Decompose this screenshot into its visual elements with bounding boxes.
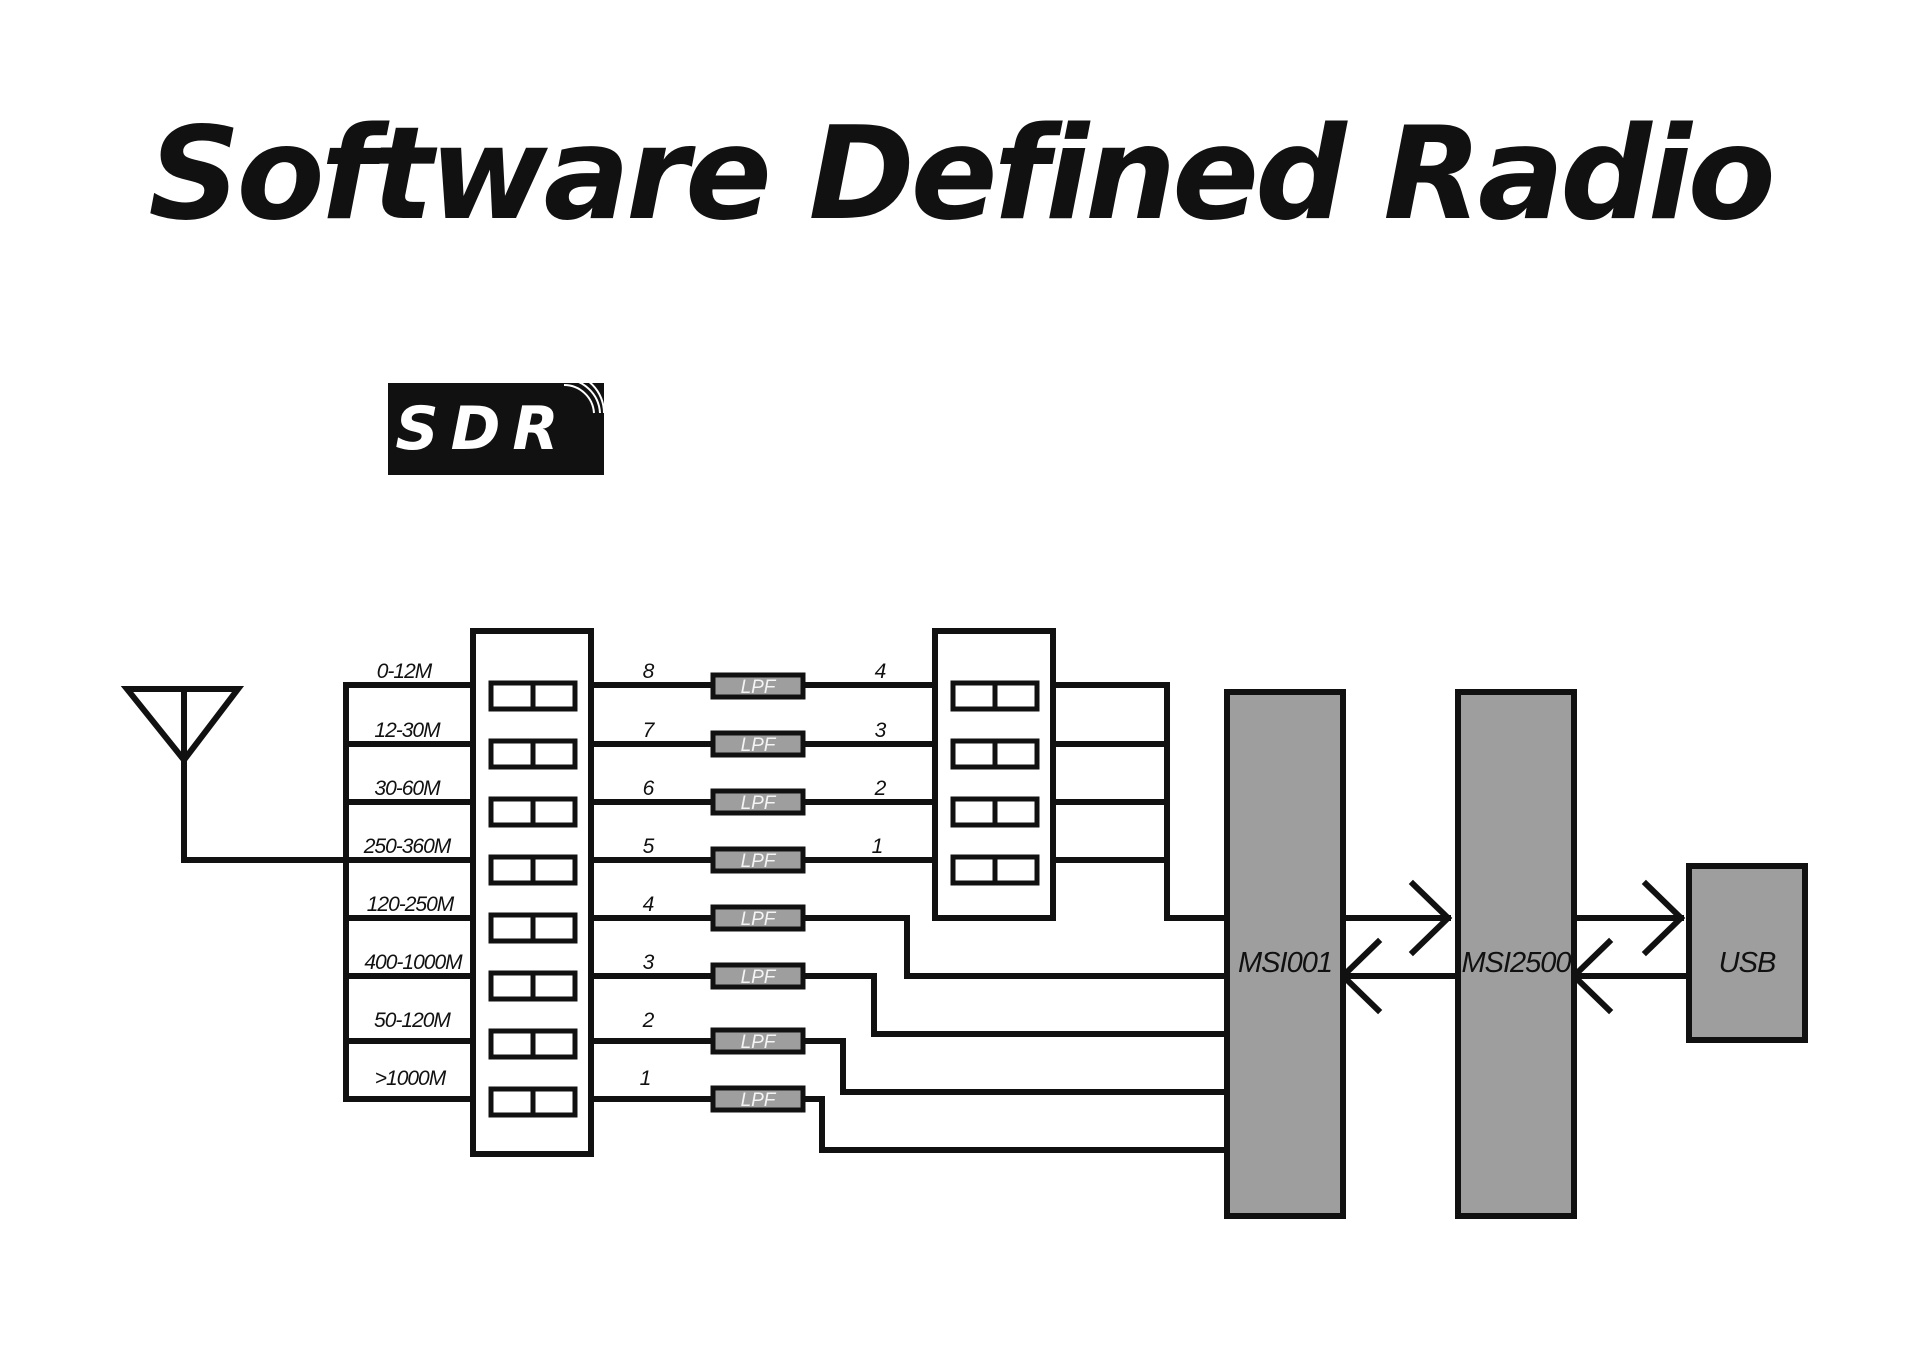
switch-contacts-right bbox=[950, 680, 1040, 886]
lpf-label: LPF bbox=[741, 967, 777, 988]
port-number: 8 bbox=[643, 660, 655, 683]
sdr-logo: SDR bbox=[388, 383, 604, 475]
band-switch-right bbox=[932, 628, 1056, 921]
lpf-labels: LPF LPF LPF LPF LPF LPF LPF LPF bbox=[741, 677, 777, 1111]
port-number: 5 bbox=[643, 835, 655, 858]
lpf-filter bbox=[710, 1085, 806, 1113]
lpf-filter bbox=[710, 730, 806, 758]
lpf-label: LPF bbox=[741, 909, 777, 930]
port-number: 3 bbox=[643, 951, 655, 974]
msi001-chip bbox=[1224, 689, 1346, 1219]
lpf-label: LPF bbox=[741, 1090, 777, 1111]
port-number: 1 bbox=[872, 835, 883, 858]
band-label: 400-1000M bbox=[364, 951, 463, 974]
port-number: 4 bbox=[643, 893, 654, 916]
lpf-filter bbox=[710, 904, 806, 932]
msi001-label: MSI001 bbox=[1238, 947, 1332, 979]
port-number: 4 bbox=[875, 660, 886, 683]
port-number: 6 bbox=[643, 777, 655, 800]
lpf-filters bbox=[710, 672, 806, 1113]
page-title: Software Defined Radio bbox=[148, 100, 1775, 249]
band-label: 30-60M bbox=[374, 777, 441, 800]
band-label: >1000M bbox=[375, 1067, 447, 1090]
band-label: 12-30M bbox=[374, 719, 441, 742]
lpf-filter bbox=[710, 788, 806, 816]
band-label: 250-360M bbox=[363, 835, 452, 858]
filter-input-wires bbox=[588, 682, 716, 1102]
right-port-numbers: 4 3 2 1 bbox=[872, 660, 888, 858]
band-taps bbox=[343, 682, 476, 1102]
signal-arcs-icon bbox=[564, 383, 604, 414]
port-number: 2 bbox=[642, 1009, 655, 1032]
band-labels: 0-12M 12-30M 30-60M 250-360M 120-250M 40… bbox=[363, 660, 464, 1090]
switch-contacts-left bbox=[488, 680, 578, 1118]
port-number: 7 bbox=[643, 719, 656, 742]
sdr-logo-text: SDR bbox=[395, 394, 571, 464]
data-flow-arrows bbox=[1338, 879, 1692, 1015]
usb-label: USB bbox=[1719, 947, 1776, 979]
msi2500-label: MSI2500 bbox=[1461, 947, 1571, 979]
tuner-input-wires bbox=[1050, 682, 1230, 921]
left-port-numbers: 8 7 6 5 4 3 2 1 bbox=[640, 660, 657, 1090]
port-number: 2 bbox=[874, 777, 887, 800]
lpf-label: LPF bbox=[741, 793, 777, 814]
antenna-icon bbox=[120, 686, 349, 863]
usb-block bbox=[1686, 863, 1808, 1043]
lpf-label: LPF bbox=[741, 1032, 777, 1053]
lpf-filter bbox=[710, 846, 806, 874]
lpf-filter bbox=[710, 1027, 806, 1055]
band-switch-left bbox=[470, 628, 594, 1157]
lpf-label: LPF bbox=[741, 851, 777, 872]
filter-output-wires bbox=[800, 682, 1230, 1153]
band-label: 50-120M bbox=[374, 1009, 451, 1032]
band-label: 120-250M bbox=[367, 893, 455, 916]
lpf-filter bbox=[710, 672, 806, 700]
port-number: 1 bbox=[640, 1067, 651, 1090]
lpf-label: LPF bbox=[741, 677, 777, 698]
lpf-filter bbox=[710, 962, 806, 990]
msi2500-chip bbox=[1455, 689, 1577, 1219]
lpf-label: LPF bbox=[741, 735, 777, 756]
port-number: 3 bbox=[875, 719, 887, 742]
band-label: 0-12M bbox=[377, 660, 433, 683]
